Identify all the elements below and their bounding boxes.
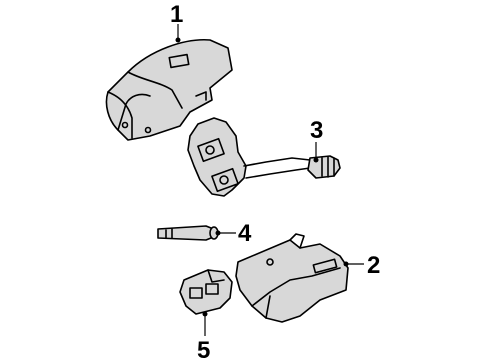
- callout-4: 4: [238, 220, 252, 247]
- lower-column-shroud: [235, 233, 349, 323]
- callout-3: 3: [310, 117, 323, 144]
- leader-dot-4: [215, 230, 221, 236]
- pin-shaft: [157, 225, 219, 241]
- callout-5: 5: [197, 337, 210, 360]
- leader-dot-1: [175, 37, 181, 43]
- leader-dot-2: [343, 261, 349, 267]
- callout-2: 2: [367, 252, 380, 279]
- switch-housing: [179, 269, 233, 315]
- callout-1: 1: [170, 1, 183, 28]
- leader-dot-5: [202, 311, 208, 317]
- leader-dot-3: [313, 157, 319, 163]
- multifunction-switch: [187, 117, 341, 197]
- upper-column-shroud: [105, 39, 233, 141]
